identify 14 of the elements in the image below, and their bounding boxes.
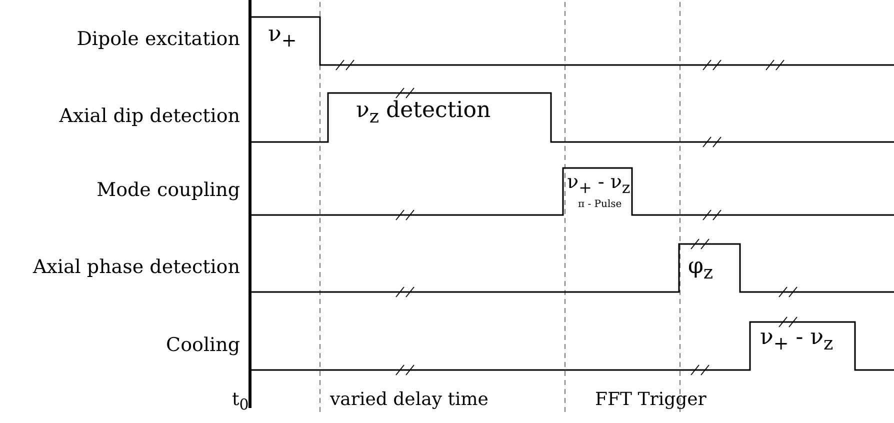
pulse-label: ν$_{+}$ - ν$_{z}$ — [760, 327, 834, 354]
row-label: Cooling — [166, 336, 240, 355]
pulse-note: π - Pulse — [578, 200, 622, 210]
pulse-label: φ$_{z}$ — [688, 256, 714, 283]
row-label: Axial phase detection — [32, 258, 240, 277]
row-label: Mode coupling — [96, 181, 240, 200]
row-label: Axial dip detection — [59, 107, 240, 126]
pulse-label: ν$_{+}$ — [268, 24, 297, 51]
pulse-label: ν$_{+}$ - ν$_{z}$ — [567, 173, 630, 196]
time-label: t$_{0}$ — [232, 391, 249, 413]
row-label: Dipole excitation — [76, 30, 240, 49]
interval-label: FFT Trigger — [595, 391, 706, 409]
pulse-label: ν$_{z}$ detection — [356, 100, 491, 127]
interval-label: varied delay time — [330, 391, 488, 409]
